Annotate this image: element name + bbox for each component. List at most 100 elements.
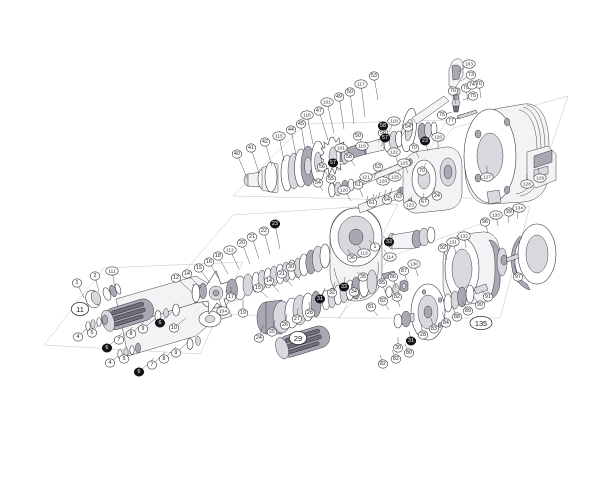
callout-91[interactable]: 91 <box>482 292 494 302</box>
callout-21[interactable]: 21 <box>246 232 258 242</box>
callout-82[interactable]: 82 <box>390 354 402 364</box>
callout-bubble[interactable] <box>359 172 373 182</box>
callout-23[interactable]: 23 <box>269 219 281 229</box>
callout-bubble[interactable] <box>146 360 158 370</box>
callout-8[interactable]: 8 <box>158 354 170 364</box>
callout-bubble[interactable] <box>392 343 404 353</box>
callout-67[interactable]: 67 <box>418 197 430 207</box>
callout-bubble[interactable] <box>269 219 281 229</box>
callout-bubble[interactable] <box>352 180 364 190</box>
callout-70[interactable]: 70 <box>408 143 420 153</box>
callout-bubble[interactable] <box>436 110 448 120</box>
callout-bubble[interactable] <box>365 302 377 312</box>
callout-112[interactable]: 112 <box>223 245 237 255</box>
callout-28[interactable]: 28 <box>417 330 429 340</box>
callout-bubble[interactable] <box>295 119 307 129</box>
callout-113[interactable]: 113 <box>357 248 371 258</box>
callout-bubble[interactable] <box>212 251 224 261</box>
callout-20[interactable]: 20 <box>236 238 248 248</box>
callout-61[interactable]: 61 <box>366 198 378 208</box>
callout-bubble[interactable] <box>105 266 119 276</box>
group-bubble[interactable] <box>71 302 89 316</box>
callout-7[interactable]: 7 <box>113 335 125 345</box>
callout-64[interactable]: 64 <box>381 195 393 205</box>
callout-5[interactable]: 5 <box>86 328 98 338</box>
callout-bubble[interactable] <box>101 343 113 353</box>
callout-bubble[interactable] <box>231 149 243 159</box>
group-135[interactable]: 135 <box>469 316 493 330</box>
group-bubble[interactable] <box>289 331 307 345</box>
group-bubble[interactable] <box>469 316 493 330</box>
callout-bubble[interactable] <box>236 238 248 248</box>
callout-bubble[interactable] <box>285 262 297 272</box>
callout-bubble[interactable] <box>376 278 388 288</box>
callout-50[interactable]: 50 <box>352 131 364 141</box>
callout-123[interactable]: 123 <box>403 200 417 210</box>
callout-4[interactable]: 4 <box>104 358 116 368</box>
callout-bubble[interactable] <box>326 288 338 298</box>
callout-99[interactable]: 99 <box>503 207 515 217</box>
callout-bubble[interactable] <box>304 308 316 318</box>
callout-bubble[interactable] <box>181 269 193 279</box>
callout-115[interactable]: 115 <box>272 131 286 141</box>
callout-bubble[interactable] <box>355 141 369 151</box>
callout-bubble[interactable] <box>431 132 445 142</box>
callout-125[interactable]: 125 <box>388 172 402 182</box>
callout-bubble[interactable] <box>258 226 270 236</box>
callout-58[interactable]: 58 <box>343 152 355 162</box>
callout-125[interactable]: 125 <box>397 158 411 168</box>
callout-bubble[interactable] <box>403 200 417 210</box>
callout-24[interactable]: 24 <box>431 191 443 201</box>
callout-6[interactable]: 6 <box>133 367 145 377</box>
callout-bubble[interactable] <box>137 324 149 334</box>
callout-133[interactable]: 133 <box>489 210 503 220</box>
callout-126[interactable]: 126 <box>376 176 390 186</box>
callout-22[interactable]: 22 <box>258 226 270 236</box>
callout-bubble[interactable] <box>118 354 130 364</box>
callout-bubble[interactable] <box>272 131 286 141</box>
callout-bubble[interactable] <box>170 273 182 283</box>
callout-bubble[interactable] <box>387 147 401 157</box>
callout-bubble[interactable] <box>266 327 278 337</box>
callout-54[interactable]: 54 <box>312 178 324 188</box>
callout-42[interactable]: 42 <box>259 137 271 147</box>
callout-31[interactable]: 31 <box>405 336 417 346</box>
callout-104[interactable]: 104 <box>216 306 230 316</box>
callout-bubble[interactable] <box>237 308 249 318</box>
callout-bubble[interactable] <box>193 263 205 273</box>
callout-bubble[interactable] <box>348 287 360 297</box>
callout-bubble[interactable] <box>489 210 503 220</box>
callout-80[interactable]: 80 <box>403 348 415 358</box>
callout-117[interactable]: 117 <box>354 79 368 89</box>
callout-119[interactable]: 119 <box>355 141 369 151</box>
callout-86[interactable]: 86 <box>387 272 399 282</box>
callout-96[interactable]: 96 <box>479 217 491 227</box>
callout-bubble[interactable] <box>216 306 230 316</box>
callout-57[interactable]: 57 <box>327 158 339 168</box>
callout-bubble[interactable] <box>381 195 393 205</box>
callout-bubble[interactable] <box>533 173 547 183</box>
callout-bubble[interactable] <box>334 143 348 153</box>
callout-28[interactable]: 28 <box>304 308 316 318</box>
callout-bubble[interactable] <box>520 179 534 189</box>
callout-bubble[interactable] <box>466 80 478 90</box>
callout-16[interactable]: 16 <box>203 257 215 267</box>
group-29[interactable]: 29 <box>289 331 307 345</box>
callout-bubble[interactable] <box>419 136 431 146</box>
callout-9[interactable]: 9 <box>170 348 182 358</box>
callout-15[interactable]: 15 <box>193 263 205 273</box>
callout-132[interactable]: 132 <box>457 231 471 241</box>
callout-bubble[interactable] <box>431 191 443 201</box>
callout-25[interactable]: 25 <box>266 327 278 337</box>
callout-76[interactable]: 76 <box>436 110 448 120</box>
callout-82[interactable]: 82 <box>391 292 403 302</box>
callout-bubble[interactable] <box>337 185 351 195</box>
callout-17[interactable]: 17 <box>225 292 237 302</box>
callout-1[interactable]: 1 <box>369 242 381 252</box>
callout-bubble[interactable] <box>113 335 125 345</box>
callout-bubble[interactable] <box>512 272 524 282</box>
callout-bubble[interactable] <box>104 358 116 368</box>
callout-bubble[interactable] <box>446 237 460 247</box>
callout-bubble[interactable] <box>377 121 389 131</box>
callout-bubble[interactable] <box>387 116 401 126</box>
